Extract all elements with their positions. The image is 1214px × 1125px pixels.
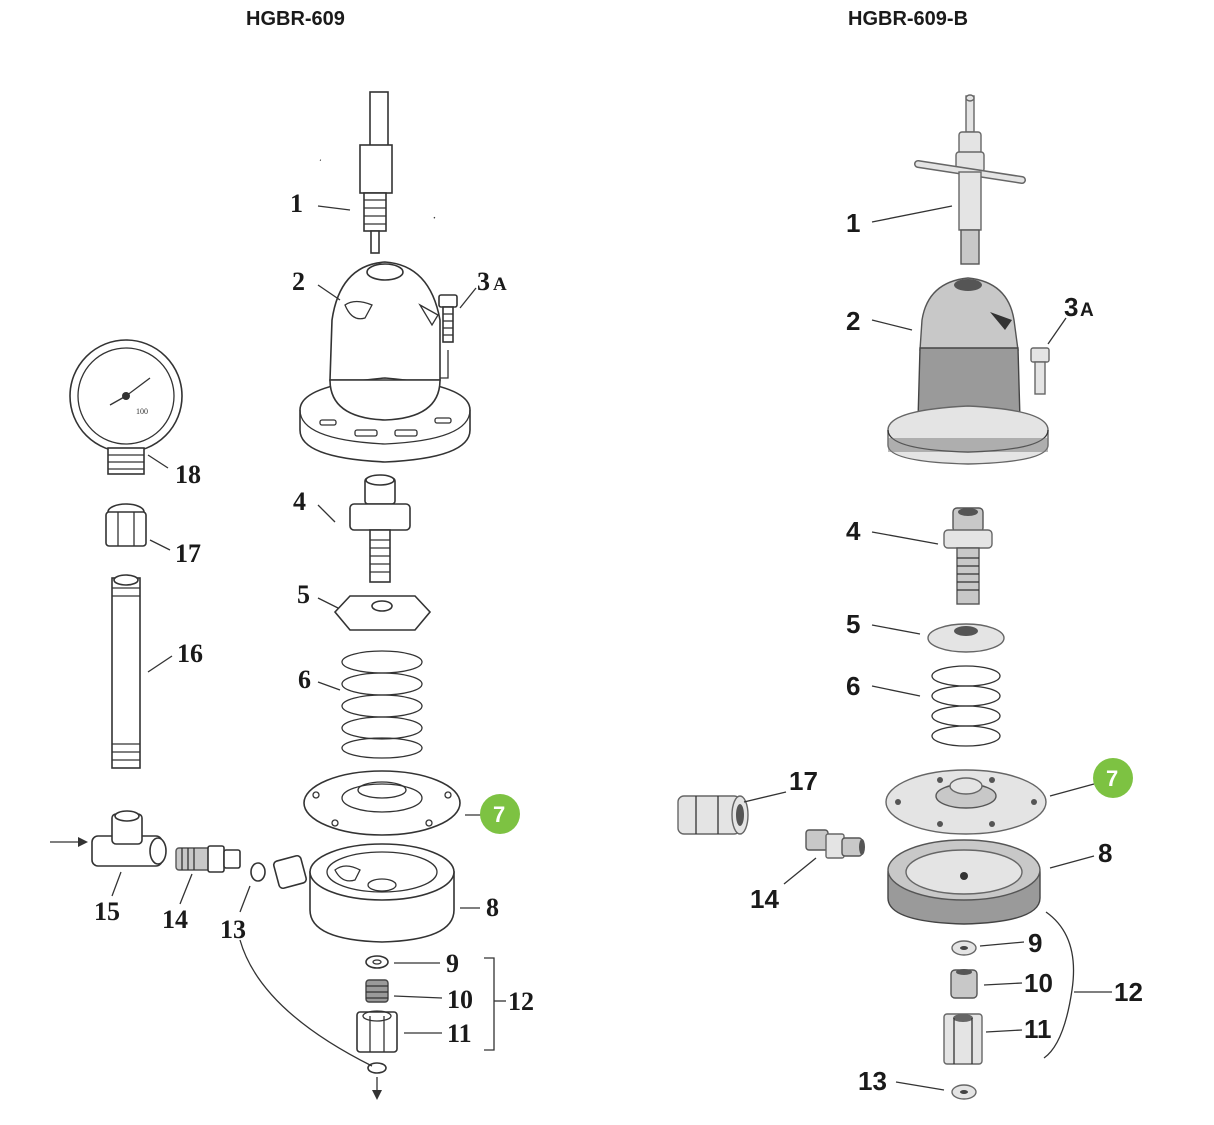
- left-label-15: 15: [94, 897, 120, 926]
- left-diagram-title: HGBR-609: [246, 8, 345, 30]
- right-part-6-spring: [931, 665, 1001, 747]
- left-label-9: 9: [446, 949, 459, 978]
- left-label-3: 3: [477, 267, 490, 296]
- left-part-9-washer: [365, 955, 389, 969]
- right-label-14: 14: [750, 884, 779, 914]
- left-label-6: 6: [298, 665, 311, 694]
- left-part-8-body: [309, 843, 455, 943]
- left-label-7: 7: [493, 802, 505, 827]
- right-label-11: 11: [1024, 1014, 1052, 1044]
- left-part-14-fitting: [175, 845, 241, 873]
- right-part-2-bonnet: [887, 277, 1049, 465]
- right-label-9: 9: [1028, 928, 1042, 958]
- left-part-18-gauge: 100: [69, 339, 183, 475]
- right-diagram-title: HGBR-609-B: [848, 8, 969, 30]
- right-part-5-spring-button: [927, 623, 1005, 653]
- left-label-11: 11: [447, 1019, 472, 1048]
- right-part-4-stem: [943, 507, 993, 605]
- right-label-10: 10: [1024, 968, 1053, 998]
- left-label-2: 2: [292, 267, 305, 296]
- right-label-12: 12: [1114, 977, 1143, 1007]
- right-label-3: 3: [1064, 292, 1078, 322]
- left-label-1: 1: [290, 189, 303, 218]
- right-label-8: 8: [1098, 838, 1112, 868]
- right-part-3a-bolt: [1030, 347, 1050, 395]
- left-label-13: 13: [220, 915, 246, 944]
- left-label-3-suffix: A: [493, 274, 507, 295]
- right-label-13: 13: [858, 1066, 887, 1096]
- left-part-3a-bolt: [438, 294, 458, 379]
- left-part-6-spring: [341, 650, 423, 759]
- right-part-8-body: [887, 839, 1041, 925]
- left-label-16: 16: [177, 639, 203, 668]
- right-label-1: 1: [846, 208, 860, 238]
- left-label-17: 17: [175, 539, 201, 568]
- right-label-3-suffix: A: [1080, 300, 1094, 321]
- left-part-2-bonnet: [299, 261, 471, 463]
- right-part-13-washer: [951, 1084, 977, 1100]
- gauge-scale-text: 100: [136, 407, 148, 416]
- left-leader-lines: [111, 205, 506, 1067]
- left-part-17-coupling: [105, 503, 147, 547]
- right-part-7-diaphragm: [885, 769, 1047, 835]
- right-part-14-fitting: [805, 829, 865, 859]
- left-label-10: 10: [447, 985, 473, 1014]
- left-part-15-tee: [50, 810, 167, 867]
- right-label-7: 7: [1106, 766, 1118, 791]
- right-label-5: 5: [846, 609, 860, 639]
- left-exploded-view: 100: [50, 91, 534, 1100]
- right-part-11-nut: [943, 1013, 983, 1065]
- right-part-17-coupling: [677, 795, 749, 835]
- left-part-1-adjusting-screw: [319, 91, 436, 254]
- right-part-7-highlight-badge: 7: [1093, 758, 1133, 798]
- left-label-8: 8: [486, 893, 499, 922]
- left-part-4-stem: [349, 474, 411, 583]
- right-label-6: 6: [846, 671, 860, 701]
- left-label-14: 14: [162, 905, 188, 934]
- left-part-7-highlight-badge: 7: [480, 794, 520, 834]
- right-exploded-view: 1 2 3 A 4 5 6 7 8 9 10 11 12 13 14 17: [677, 94, 1143, 1100]
- left-label-4: 4: [293, 487, 306, 516]
- left-part-11-nut: [356, 1010, 398, 1053]
- left-label-18: 18: [175, 460, 201, 489]
- right-leader-lines: [743, 205, 1112, 1091]
- right-label-4: 4: [846, 516, 861, 546]
- right-part-1-adjusting-screw: [914, 94, 1026, 265]
- left-label-12: 12: [508, 987, 534, 1016]
- left-label-5: 5: [297, 580, 310, 609]
- left-part-16-pipe-nipple: [111, 574, 141, 769]
- left-part-10-seat: [365, 979, 389, 1003]
- left-part-5-spring-button: [333, 595, 432, 631]
- left-part-7-diaphragm: [303, 770, 461, 836]
- right-part-9-washer: [951, 940, 977, 956]
- right-label-17: 17: [789, 766, 818, 796]
- right-label-2: 2: [846, 306, 860, 336]
- right-part-10-seat: [950, 969, 978, 999]
- left-small-fitting: [250, 854, 308, 890]
- left-part-13-washer: [367, 1062, 387, 1100]
